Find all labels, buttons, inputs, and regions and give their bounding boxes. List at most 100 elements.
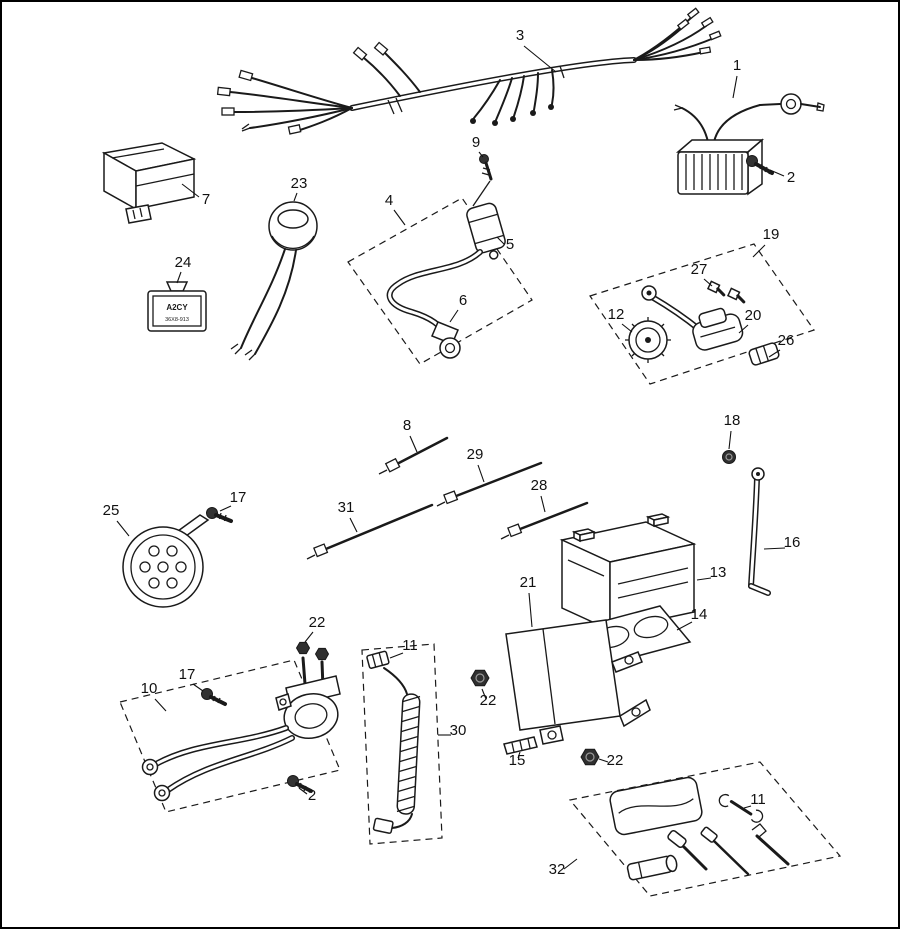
leader-line-15-32	[517, 751, 521, 759]
callout-2-2: 2	[787, 169, 795, 186]
leader-line-16-22	[763, 547, 786, 550]
leader-line-7-3	[181, 183, 200, 198]
callout-13-23: 13	[710, 564, 727, 581]
leader-line-3-0	[523, 45, 557, 73]
nut-22-left	[470, 669, 490, 687]
leader-line-19-10	[752, 244, 766, 258]
callout-4-6: 4	[385, 192, 393, 209]
callout-3-0: 3	[516, 27, 524, 44]
switch-assembly-group	[589, 243, 815, 385]
relay	[101, 142, 197, 224]
leader-line-12-12	[621, 323, 633, 333]
battery-bracket	[505, 619, 651, 745]
callout-14-24: 14	[691, 606, 708, 623]
bulb-27b	[726, 287, 746, 304]
leader-line-17-20	[219, 505, 232, 512]
dashed-group-box-10	[119, 659, 341, 813]
connector-bottom	[372, 817, 394, 834]
horn-bolt-17	[206, 507, 233, 523]
screw-9	[472, 154, 493, 207]
callout-22-26: 22	[309, 614, 326, 631]
tool-pouch	[609, 776, 703, 836]
callout-2-34: 2	[308, 787, 316, 804]
screwdriver	[667, 829, 708, 871]
leader-line-26-14	[768, 349, 781, 358]
callout-26-14: 26	[778, 332, 795, 349]
terminal-fitting	[431, 321, 461, 359]
leader-line-22-33	[598, 758, 609, 763]
spec-label: A2CY 36X8-913	[147, 281, 207, 332]
leader-line-14-24	[676, 621, 693, 631]
leader-line-18-16	[728, 430, 732, 450]
leader-line-29-17	[477, 464, 485, 483]
regulator-rectifier	[673, 93, 825, 196]
battery-terminal-pos	[645, 513, 671, 528]
spec-label-line2: 36X8-913	[165, 317, 189, 323]
callout-32-36: 32	[549, 861, 566, 878]
callout-9-5: 9	[472, 134, 480, 151]
callout-21-25: 21	[520, 574, 537, 591]
callout-8-15: 8	[403, 417, 411, 434]
leader-line-21-25	[528, 592, 533, 628]
callout-17-28: 17	[179, 666, 196, 683]
callout-23-4: 23	[291, 175, 308, 192]
battery	[559, 513, 697, 632]
horn	[122, 507, 233, 608]
ring-terminal-b	[153, 784, 171, 802]
bulb-27a	[706, 280, 726, 297]
callout-12-12: 12	[608, 306, 625, 323]
leader-line-8-15	[409, 435, 418, 453]
leader-line-28-18	[540, 495, 546, 513]
leader-line-9-5	[478, 151, 484, 158]
leader-line-2-34	[298, 787, 308, 795]
solenoid-nut-22a	[295, 641, 311, 655]
wiring-harness	[216, 7, 722, 135]
callout-11-27: 11	[402, 637, 418, 654]
callout-29-17: 29	[467, 446, 484, 463]
dashed-group-box-4	[347, 197, 533, 365]
horn-button	[230, 201, 318, 361]
callout-7-3: 7	[202, 191, 210, 208]
wrench-11b	[718, 793, 764, 823]
switch-20	[641, 285, 744, 351]
callout-28-18: 28	[531, 477, 548, 494]
battery-strap	[748, 467, 771, 596]
leader-line-4-6	[393, 209, 406, 226]
bolt-17b	[201, 688, 227, 706]
spark-plug-wrench	[626, 854, 678, 881]
starter-solenoid	[275, 656, 341, 739]
battery-terminal-neg	[571, 528, 597, 543]
callout-11-35: 11	[750, 791, 766, 808]
leader-line-17-28	[192, 683, 204, 692]
cable-tie-31	[306, 503, 434, 560]
callout-15-32: 15	[509, 752, 526, 769]
ring-terminal-a	[141, 758, 159, 776]
leader-line-24-8	[176, 271, 182, 284]
driver-tool	[700, 826, 750, 876]
leader-line-11-35	[743, 805, 752, 809]
tool-kit-group	[568, 761, 842, 897]
callout-27-11: 27	[691, 261, 708, 278]
leader-line-1-1	[732, 75, 738, 99]
leader-line-32-36	[563, 858, 578, 870]
callout-6-9: 6	[459, 292, 467, 309]
round-connector	[780, 93, 802, 115]
callout-16-22: 16	[784, 534, 801, 551]
callout-24-8: 24	[175, 254, 192, 271]
leader-line-2-2	[769, 169, 785, 177]
callout-22-33: 22	[607, 752, 624, 769]
nut-22-bottom	[580, 748, 600, 766]
leader-line-31-19	[349, 517, 358, 533]
dashed-group-box-32	[568, 761, 842, 897]
open-end-wrench	[751, 823, 790, 866]
callout-18-16: 18	[724, 412, 741, 429]
callout-22-31: 22	[480, 692, 497, 709]
leader-line-20-13	[738, 324, 749, 334]
cable-tie-28	[500, 501, 589, 540]
leader-line-22-31	[481, 688, 487, 700]
leader-line-6-9	[449, 309, 459, 323]
cable-tie-29	[436, 461, 543, 507]
